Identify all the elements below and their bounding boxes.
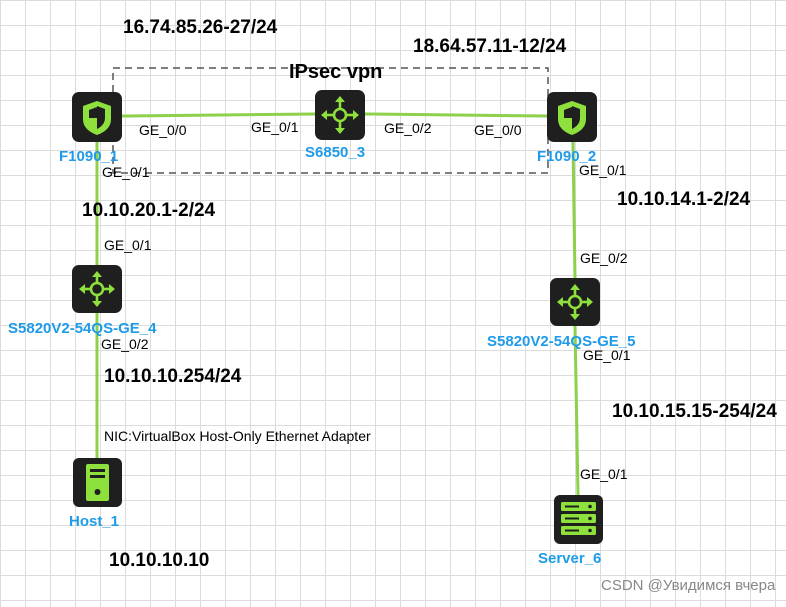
device-s5820-5[interactable] <box>550 278 600 326</box>
host-icon <box>86 464 109 501</box>
link-f1090-2-s5820-5 <box>571 141 577 279</box>
link-s5820-5-server-6 <box>573 325 580 496</box>
device-server-6[interactable] <box>554 495 603 544</box>
device-label-s6850-3: S6850_3 <box>305 144 366 161</box>
device-s6850-3[interactable] <box>315 90 365 140</box>
device-label-f1090-2: F1090_2 <box>537 148 597 165</box>
port-s6850-3-ge02: GE_0/2 <box>384 120 432 136</box>
port-s5820-5-ge01: GE_0/1 <box>583 347 631 363</box>
firewall-icon <box>558 101 586 135</box>
port-s5820-4-ge01: GE_0/1 <box>104 237 152 253</box>
ipsec-vpn-box <box>112 67 549 174</box>
device-label-host-1: Host_1 <box>69 513 120 530</box>
device-host-1[interactable] <box>73 458 122 507</box>
port-f1090-1-ge01: GE_0/1 <box>102 164 150 180</box>
port-f1090-1-ge00: GE_0/0 <box>139 122 187 138</box>
watermark: CSDN @Увидимся вчера <box>601 577 776 594</box>
port-s5820-5-ge02: GE_0/2 <box>580 250 628 266</box>
device-f1090-2[interactable] <box>547 92 597 142</box>
vpn-label: IPsec vpn <box>289 61 383 83</box>
device-label-s5820-5: S5820V2-54QS-GE_5 <box>487 333 636 350</box>
link-f1090-1-s6850-3 <box>121 112 316 118</box>
subnet-right-fw-sw: 10.10.14.1-2/24 <box>617 189 751 210</box>
subnet-wan-left: 16.74.85.26-27/24 <box>123 17 278 38</box>
server-icon <box>561 502 596 535</box>
device-label-f1090-1: F1090_1 <box>59 148 119 165</box>
firewall-icon <box>83 101 111 135</box>
port-f1090-2-ge01: GE_0/1 <box>579 162 627 178</box>
port-server-6-ge01: GE_0/1 <box>580 466 628 482</box>
port-f1090-2-ge00: GE_0/0 <box>474 122 522 138</box>
device-label-server-6: Server_6 <box>538 550 602 567</box>
device-s5820-4[interactable] <box>72 265 122 313</box>
device-label-s5820-4: S5820V2-54QS-GE_4 <box>8 320 157 337</box>
port-s5820-4-ge02: GE_0/2 <box>101 336 149 352</box>
links <box>95 112 580 496</box>
port-s6850-3-ge01: GE_0/1 <box>251 119 299 135</box>
subnet-right-lan: 10.10.15.15-254/24 <box>612 401 777 422</box>
subnet-wan-right: 18.64.57.11-12/24 <box>413 36 567 57</box>
subnet-left-fw-sw: 10.10.20.1-2/24 <box>82 200 216 221</box>
host-ip-label: 10.10.10.10 <box>109 550 210 571</box>
device-f1090-1[interactable] <box>72 92 122 142</box>
link-s6850-3-f1090-2 <box>364 112 548 118</box>
host-nic-label: NIC:VirtualBox Host-Only Ethernet Adapte… <box>104 428 371 444</box>
subnet-left-lan: 10.10.10.254/24 <box>104 366 242 387</box>
